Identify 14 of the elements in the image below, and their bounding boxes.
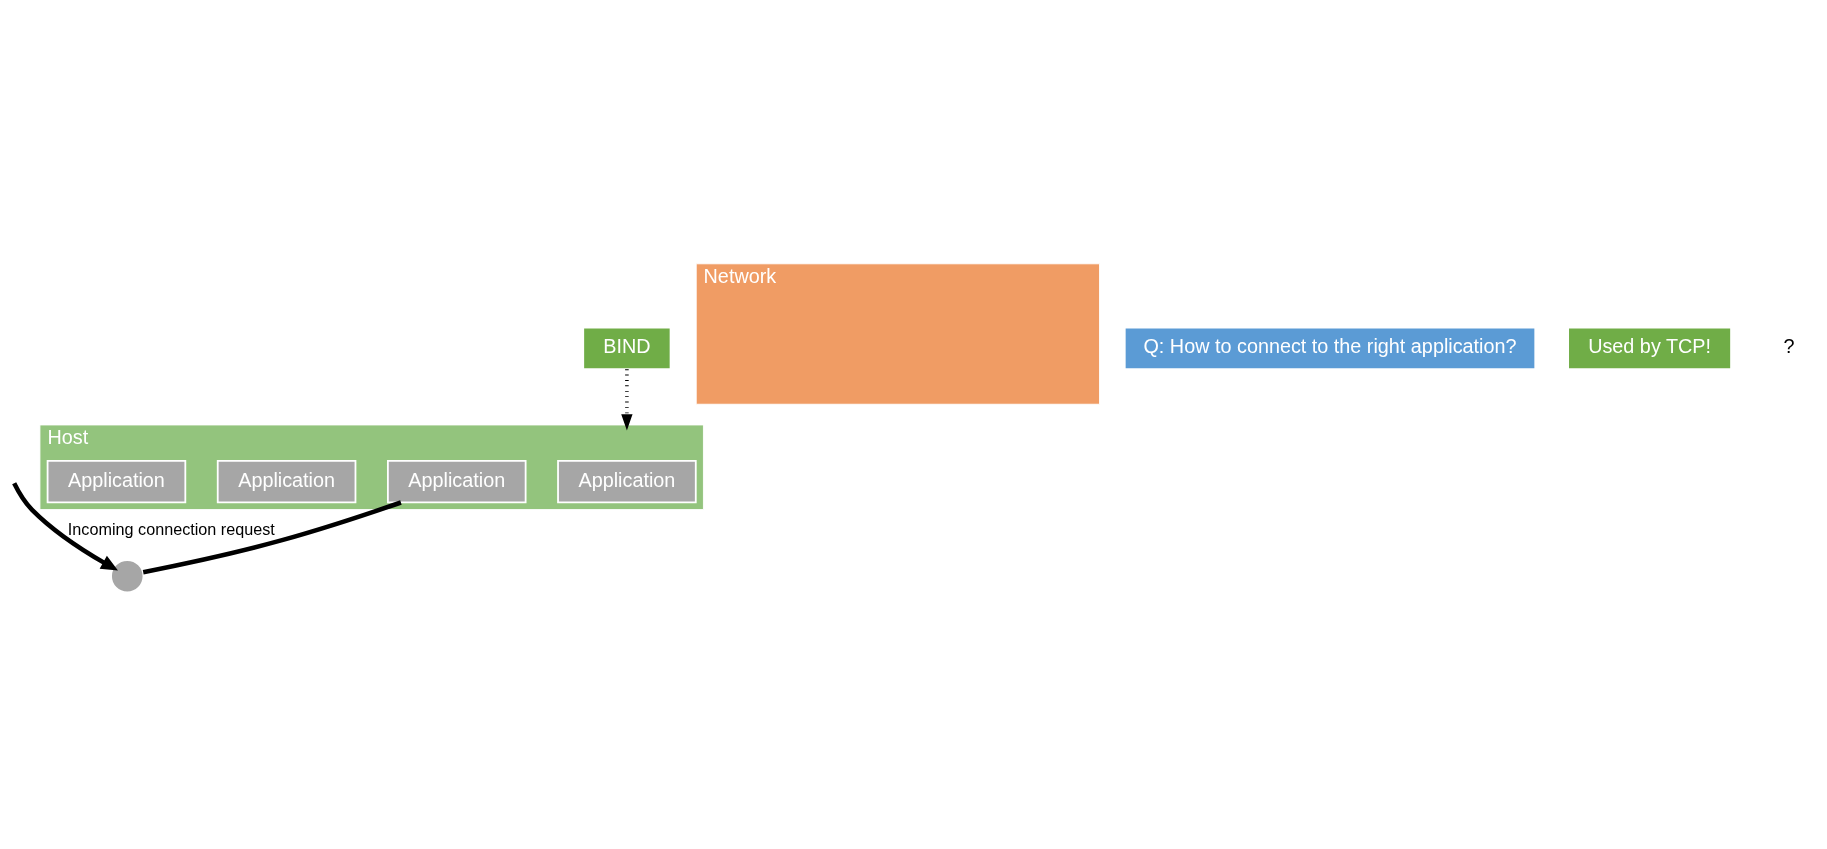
arrow	[12, 482, 118, 571]
node-box: Application	[216, 460, 357, 504]
edge-label: Incoming connection request	[67, 520, 275, 539]
node-box: Application	[387, 460, 527, 504]
node-box: Application	[46, 460, 187, 504]
node-box: Used by TCP!	[1567, 326, 1732, 371]
label: ?	[1783, 335, 1795, 358]
node-box: BIND	[582, 326, 672, 371]
node-box: Network	[695, 263, 1100, 405]
connector	[142, 500, 402, 575]
arrow	[621, 369, 633, 431]
node-circle	[110, 559, 145, 594]
node-box: Q: How to connect to the right application?	[1123, 326, 1537, 371]
node-box: Application	[557, 460, 697, 504]
